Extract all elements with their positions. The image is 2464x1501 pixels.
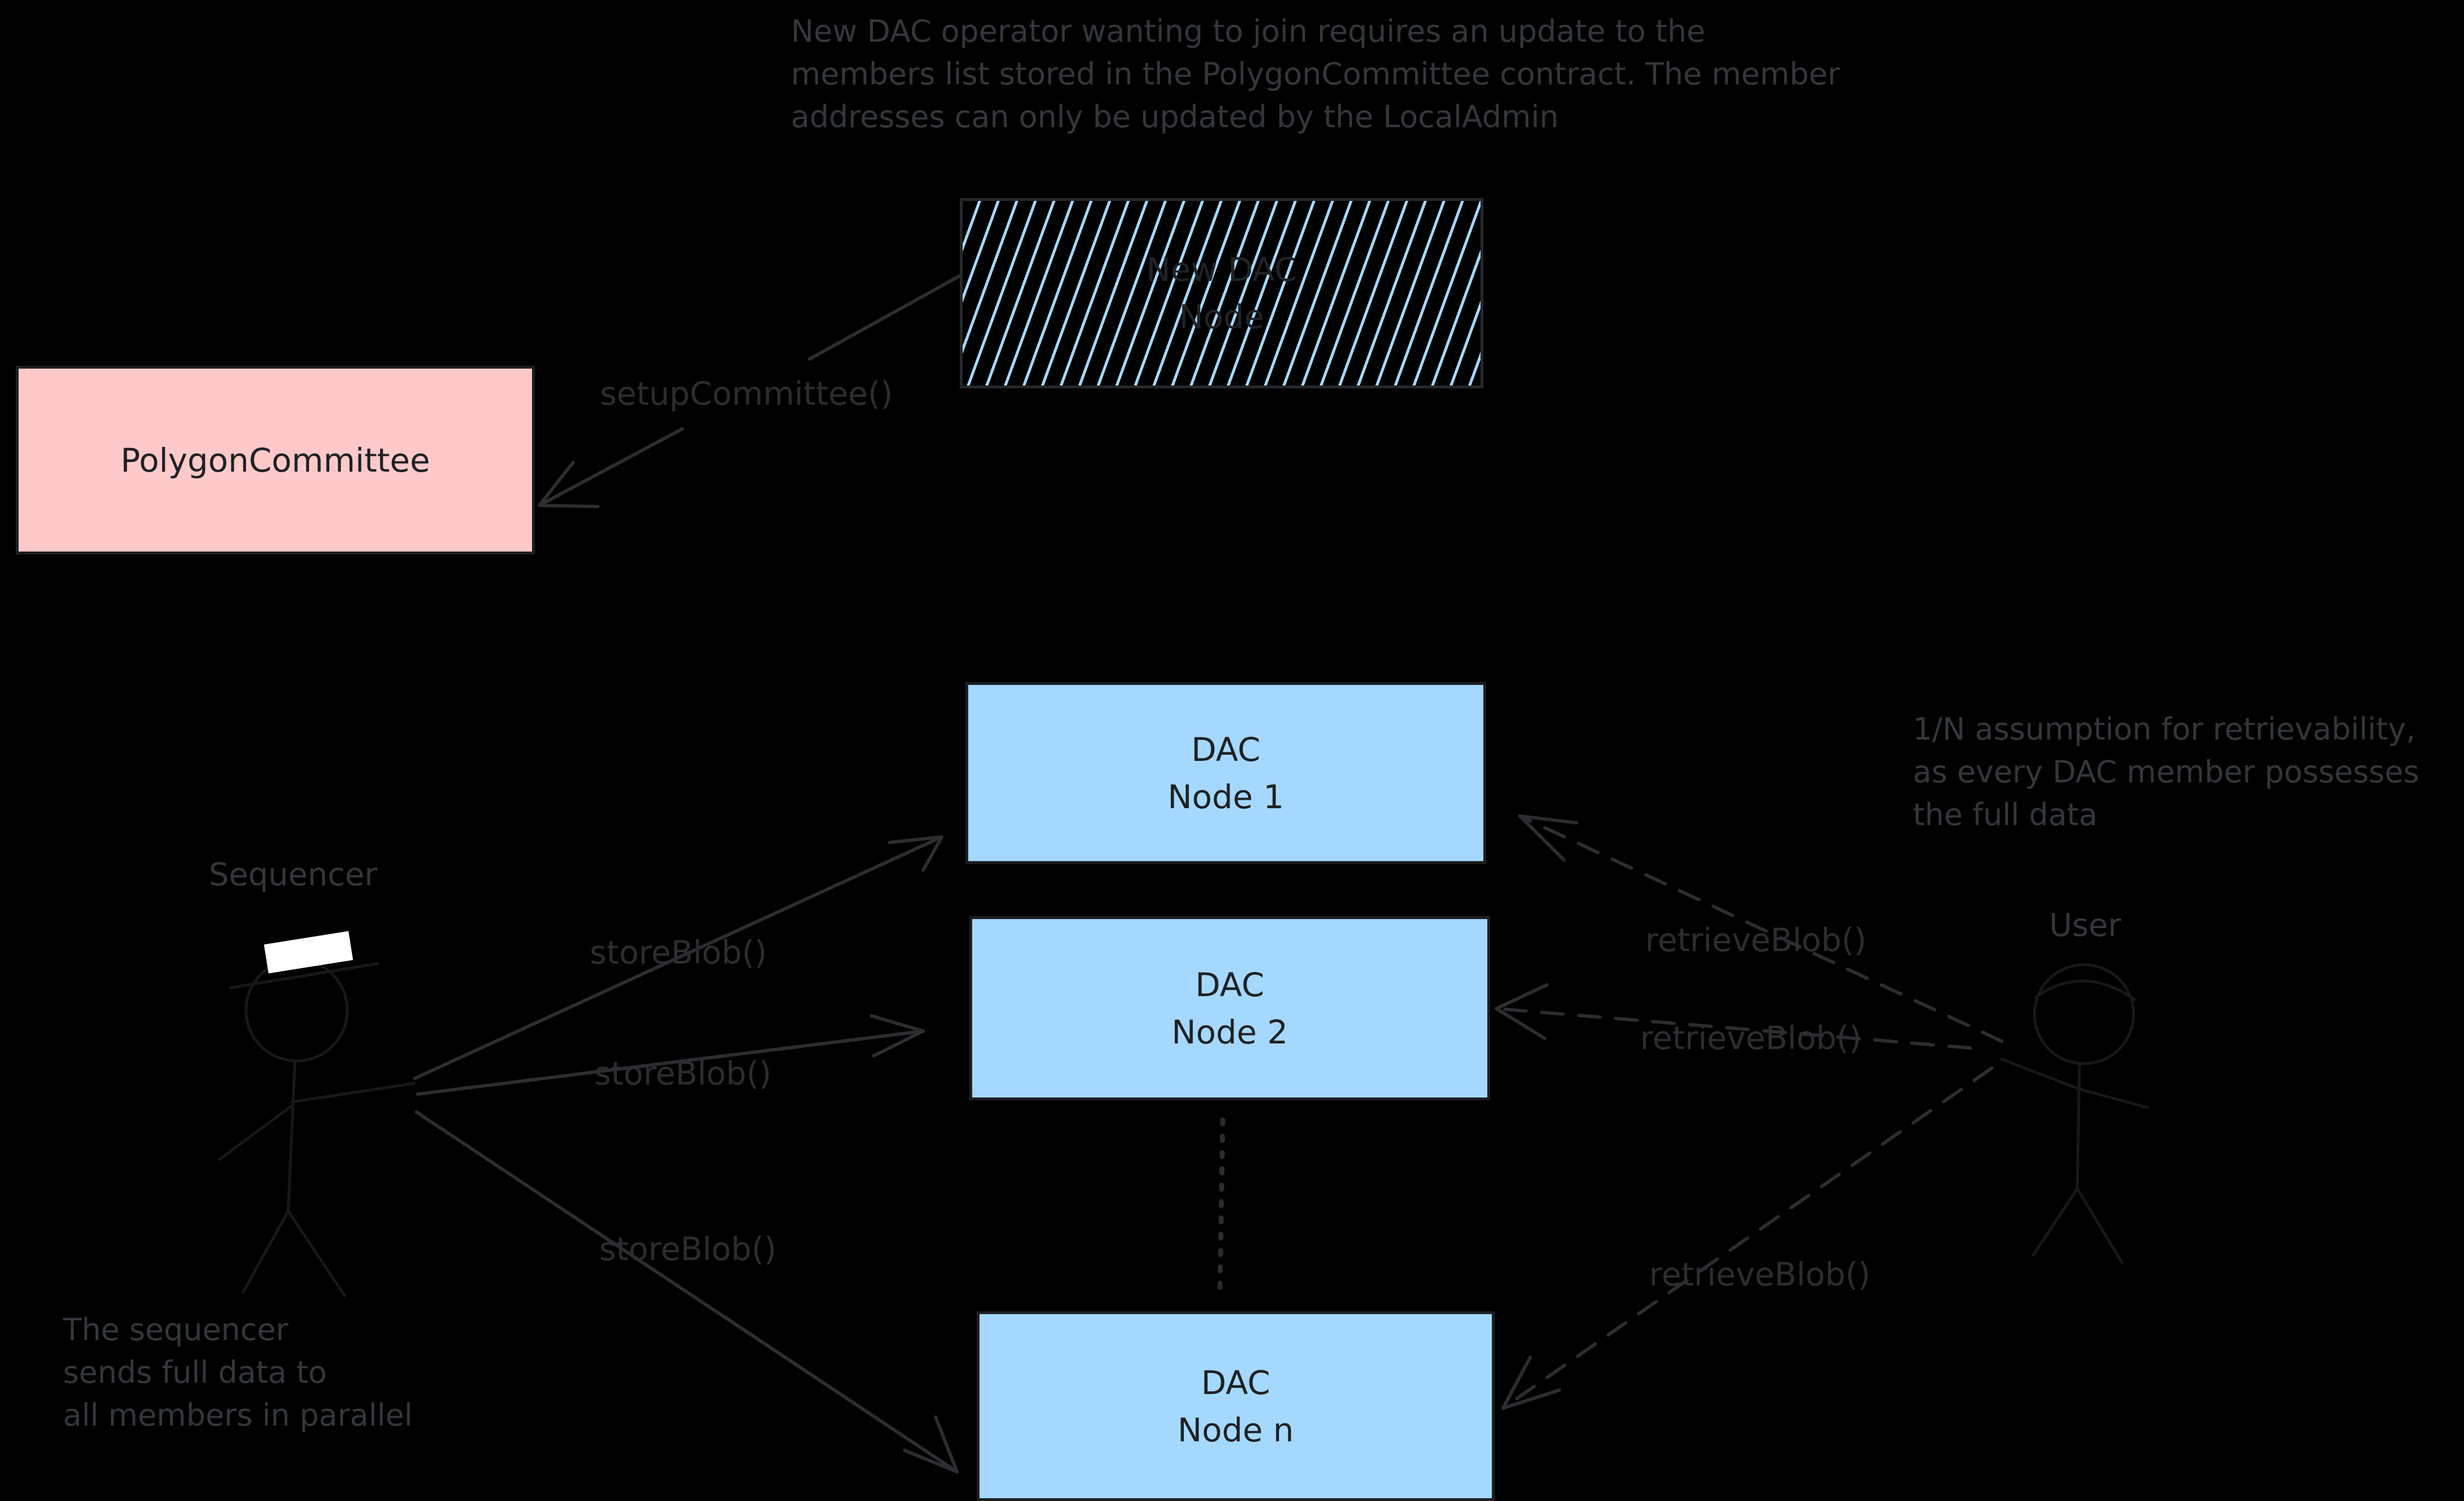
new-dac-node-label: Node: [1179, 298, 1264, 336]
dac-node-n-label: Node n: [1177, 1410, 1294, 1449]
dac-node-2-label: DAC: [1195, 965, 1264, 1004]
user-figure-icon: [2000, 963, 2149, 1265]
dac-node-n-label: DAC: [1201, 1363, 1271, 1402]
dac-node-n-box: DAC Node n: [977, 1311, 1495, 1501]
note-retrievability: 1/N assumption for retrievability, as ev…: [1913, 708, 2419, 836]
dac-node-2-box: DAC Node 2: [969, 916, 1490, 1100]
sequencer-hat: [263, 931, 354, 974]
note-line: the full data: [1913, 797, 2098, 832]
retrieve-blob-label-3: retrieveBlob(): [1649, 1256, 1871, 1293]
dac-node-1-label: DAC: [1191, 730, 1260, 769]
note-line: as every DAC member possesses: [1913, 754, 2420, 790]
sequencer-figure-icon: [218, 931, 415, 1297]
new-dac-node-label: New DAC: [1146, 250, 1297, 289]
dac-node-1-box: DAC Node 1: [965, 682, 1486, 864]
retrieve-blob-label-1: retrieveBlob(): [1645, 922, 1867, 959]
note-line: New DAC operator wanting to join require…: [791, 14, 1706, 49]
sequencer-label: Sequencer: [209, 857, 378, 893]
store-blob-label-1: storeBlob(): [589, 934, 767, 971]
note-line: sends full data to: [63, 1355, 327, 1390]
dac-node-2-label: Node 2: [1171, 1012, 1288, 1051]
note-line: The sequencer: [63, 1312, 289, 1347]
note-line: 1/N assumption for retrievability,: [1913, 711, 2416, 747]
new-dac-node-box: New DAC Node: [960, 198, 1483, 388]
store-blob-arrows: [413, 835, 959, 1473]
note-parallel-send: The sequencer sends full data to all mem…: [63, 1309, 413, 1437]
note-line: all members in parallel: [63, 1397, 413, 1433]
node-ellipsis-dotted-line: [1217, 1117, 1226, 1297]
note-line: addresses can only be updated by the Loc…: [791, 99, 1559, 135]
polygon-committee-box: PolygonCommittee: [16, 366, 535, 554]
store-blob-label-2: storeBlob(): [594, 1055, 772, 1092]
note-line: members list stored in the PolygonCommit…: [791, 56, 1840, 92]
dac-node-1-label: Node 1: [1168, 777, 1284, 816]
store-blob-label-3: storeBlob(): [599, 1231, 777, 1268]
polygon-committee-label: PolygonCommittee: [120, 441, 430, 480]
retrieve-blob-label-2: retrieveBlob(): [1640, 1020, 1862, 1057]
user-label: User: [2049, 907, 2121, 944]
note-new-dac-operator: New DAC operator wanting to join require…: [791, 10, 1840, 138]
retrieve-blob-dashed-arrows: [1495, 814, 2004, 1410]
setup-committee-label: setupCommittee(): [600, 375, 893, 413]
